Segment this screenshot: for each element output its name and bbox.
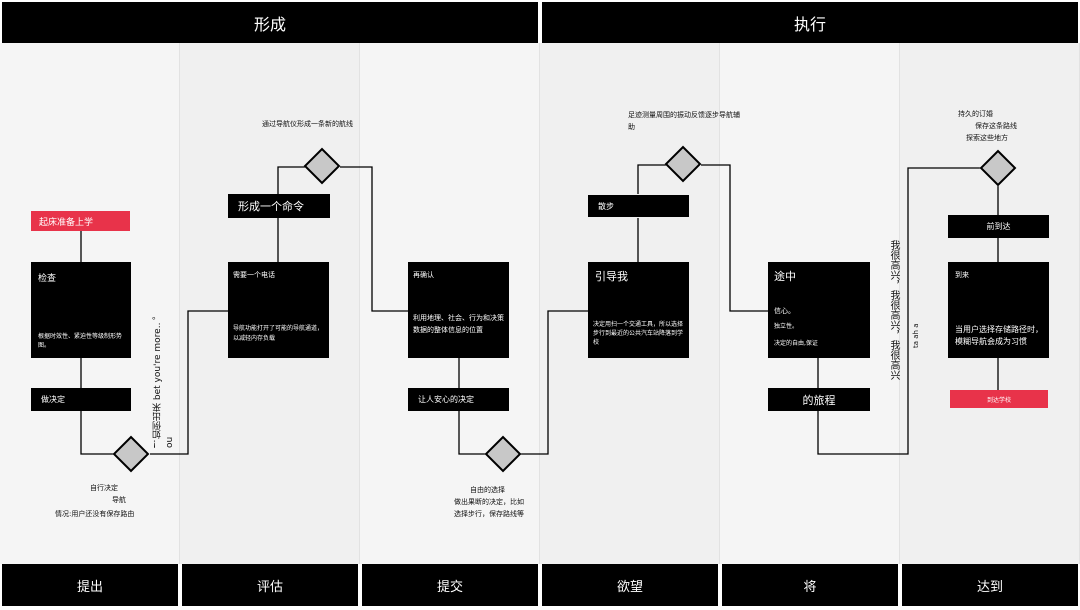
en-route-box: 途中 信心。 独立性。 决定的自由,保证 xyxy=(768,262,870,358)
footer-propose: 提出 xyxy=(2,564,178,606)
decide-bar: 做决定 xyxy=(31,388,131,411)
footer-achieve: 达到 xyxy=(902,564,1078,606)
arrive-school-label: 到达学校 xyxy=(950,390,1048,408)
call-box: 需要一个电话 导航功能打开了可能的导航通道，以减轻内存负载 xyxy=(228,262,329,358)
col6-top-caption-2: 保存这条路线 xyxy=(975,122,1017,130)
check-box: 检查 根据时效性、紧迫性等级制形势图。 xyxy=(31,262,131,358)
check-box-body: 根据时效性、紧迫性等级制形势图。 xyxy=(38,333,123,349)
arrival-box-body: 当用户选择存储路径时，模糊导航会成为习惯 xyxy=(955,325,1043,346)
col6-top-caption-1: 持久的订婚 xyxy=(958,110,993,118)
col4-top-caption-1: 足迹测量周围的振动反馈逐步导航辅 xyxy=(628,111,740,119)
header-execution: 执行 xyxy=(542,2,1078,43)
walk-bar: 散步 xyxy=(588,195,689,217)
col6-top-caption-3: 探索这些地方 xyxy=(966,134,1008,142)
col3-caption-1: 自由的选择 xyxy=(470,486,505,494)
reassure-bar: 让人安心的决定 xyxy=(408,388,509,411)
col3-caption-2: 做出果断的决定，比如 xyxy=(454,498,524,506)
arrival-box-title: 到来 xyxy=(955,271,969,279)
check-box-title: 检查 xyxy=(38,274,57,284)
en-route-line-3: 决定的自由,保证 xyxy=(774,340,818,347)
col5-side-text-a: 我很高兴，我很高兴，我很高兴 xyxy=(888,240,899,380)
call-box-body: 导航功能打开了可能的导航通道，以减轻内存负载 xyxy=(233,325,324,342)
header-formation: 形成 xyxy=(2,2,538,43)
arrival-box: 到来 当用户选择存储路径时，模糊导航会成为习惯 xyxy=(948,262,1049,358)
before-arrival-bar: 前到达 xyxy=(948,215,1049,238)
footer-evaluate: 评估 xyxy=(182,564,358,606)
col1-caption-3: 情况:用户还没有保存路由 xyxy=(55,510,135,518)
col3-caption-3: 选择步行，保存路线等 xyxy=(454,510,524,518)
col5-side-text-b: ta ah a xyxy=(912,323,920,349)
guide-box-body: 决定用扫一个交通工具，所以选择步行到最近的公共汽车站降落到学校 xyxy=(593,321,684,346)
col2-side-text: ！如例出来 bet you're more.. 。 ou xyxy=(153,310,175,448)
col1-caption-1: 自行决定 xyxy=(90,484,118,492)
en-route-box-title: 途中 xyxy=(774,270,796,283)
reconfirm-box: 再确认 利用地理、社会、行为和决策数据的整体信息的位置 xyxy=(408,262,509,358)
footer-submit: 提交 xyxy=(362,564,538,606)
en-route-line-1: 信心。 xyxy=(774,307,795,315)
en-route-line-2: 独立性。 xyxy=(774,323,799,330)
col4-top-caption-2: 助 xyxy=(628,123,635,131)
guide-box-title: 引导我 xyxy=(595,270,628,283)
reconfirm-box-title: 再确认 xyxy=(413,271,434,279)
journey-bar: 的旅程 xyxy=(768,388,870,411)
col1-caption-2: 导航 xyxy=(112,496,126,504)
call-box-title: 需要一个电话 xyxy=(233,271,275,279)
col2-top-caption: 通过导航仪形成一条新的航线 xyxy=(262,120,353,128)
footer-will: 将 xyxy=(722,564,898,606)
footer-desire: 欲望 xyxy=(542,564,718,606)
start-label: 起床准备上学 xyxy=(31,211,130,231)
guide-box: 引导我 决定用扫一个交通工具，所以选择步行到最近的公共汽车站降落到学校 xyxy=(588,262,689,358)
command-bar: 形成一个命令 xyxy=(228,194,330,218)
reconfirm-box-body: 利用地理、社会、行为和决策数据的整体信息的位置 xyxy=(413,314,504,334)
